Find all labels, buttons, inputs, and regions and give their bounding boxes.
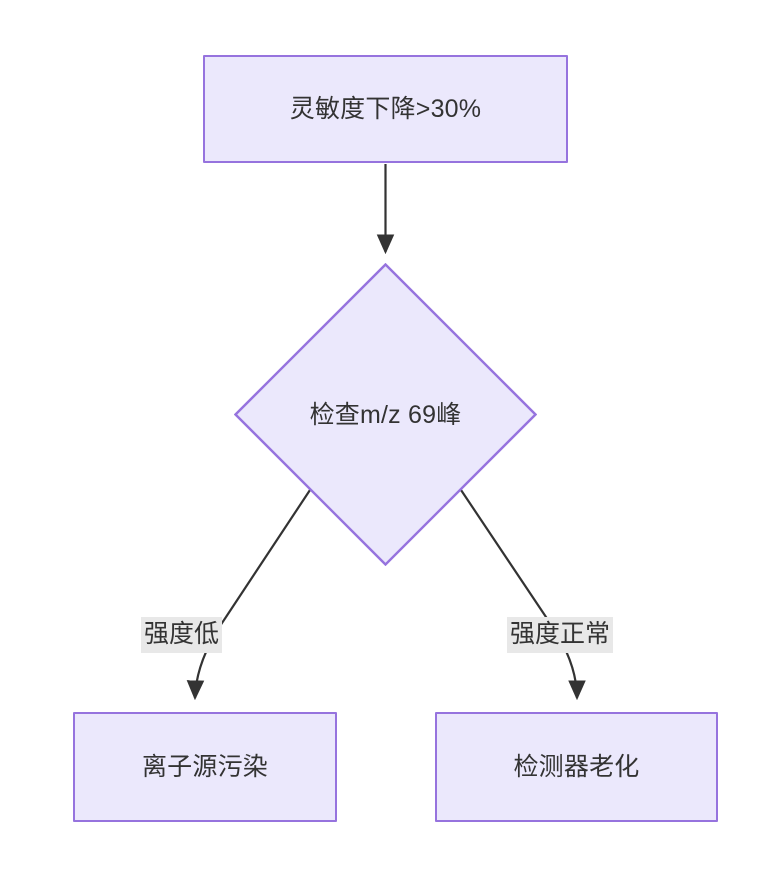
edge-label-intensity-low: 强度低 [141,617,223,653]
edge-label-intensity-normal: 强度正常 [507,617,614,653]
node-decision[interactable]: 检查m/z 69峰 [234,263,537,566]
node-contamination[interactable]: 离子源污染 [73,712,337,822]
edge-decision-to-contamination [186,489,311,701]
node-decision-label: 检查m/z 69峰 [309,400,462,429]
node-detector-label: 检测器老化 [513,753,640,781]
diamond-shape [234,263,537,566]
node-detector[interactable]: 检测器老化 [435,712,718,822]
node-symptom-label: 灵敏度下降>30% [289,95,482,123]
node-symptom[interactable]: 灵敏度下降>30% [203,55,568,163]
node-contamination-label: 离子源污染 [141,753,268,781]
